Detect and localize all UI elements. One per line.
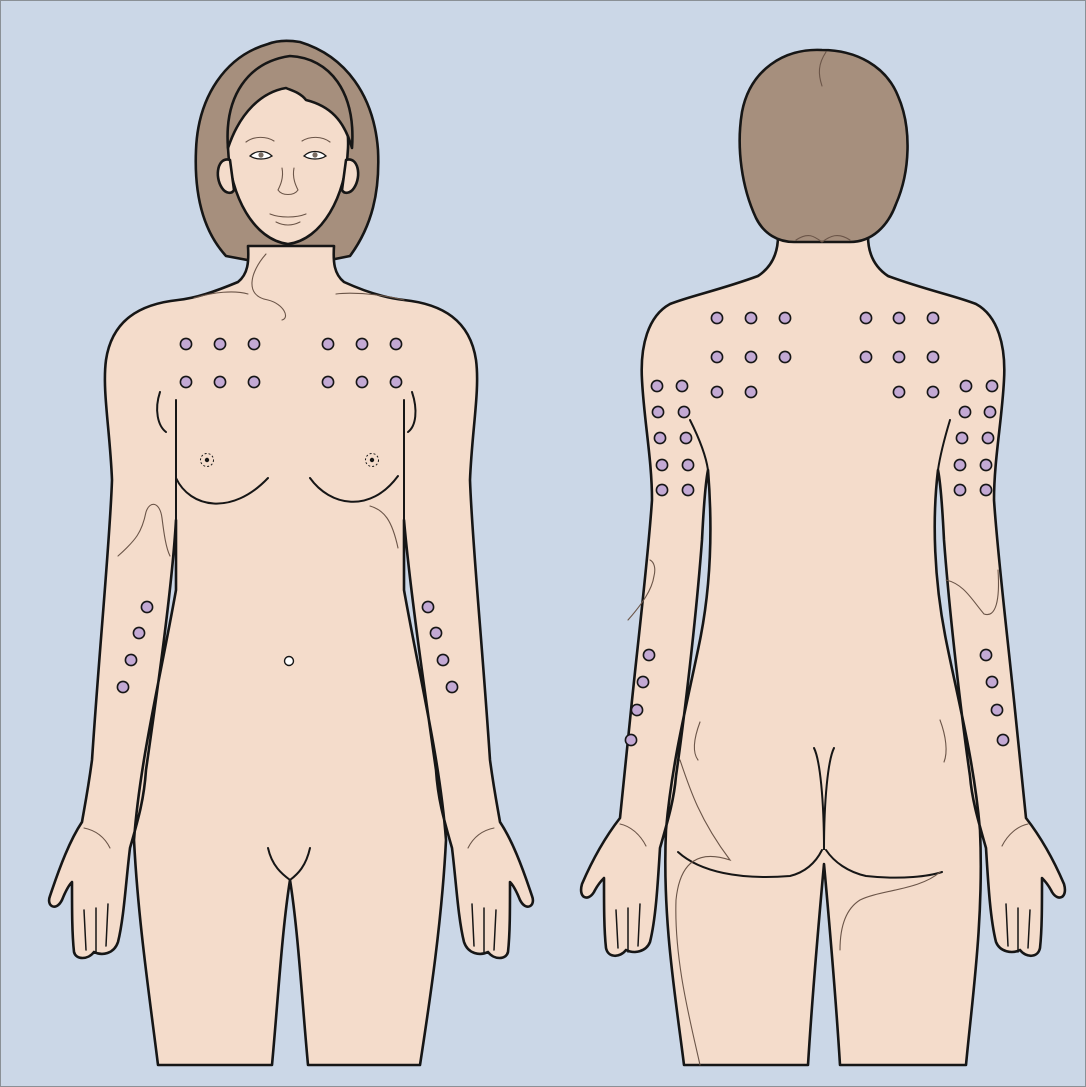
injection-site-marker bbox=[430, 627, 441, 638]
injection-site-marker bbox=[927, 351, 938, 362]
injection-site-marker bbox=[997, 734, 1008, 745]
injection-site-marker bbox=[980, 484, 991, 495]
injection-site-marker bbox=[959, 406, 970, 417]
injection-site-marker bbox=[682, 459, 693, 470]
injection-site-marker bbox=[180, 376, 191, 387]
injection-site-marker bbox=[860, 351, 871, 362]
injection-site-marker bbox=[631, 704, 642, 715]
front-iris-left bbox=[312, 152, 317, 157]
injection-site-marker bbox=[986, 676, 997, 687]
injection-site-marker bbox=[214, 376, 225, 387]
injection-site-marker bbox=[745, 312, 756, 323]
injection-site-marker bbox=[322, 376, 333, 387]
injection-site-marker bbox=[779, 312, 790, 323]
injection-site-marker bbox=[678, 406, 689, 417]
injection-site-marker bbox=[893, 386, 904, 397]
injection-site-marker bbox=[779, 351, 790, 362]
injection-site-marker bbox=[954, 484, 965, 495]
front-iris-right bbox=[258, 152, 263, 157]
injection-site-marker bbox=[682, 484, 693, 495]
injection-site-marker bbox=[927, 312, 938, 323]
injection-site-marker bbox=[422, 601, 433, 612]
injection-site-marker bbox=[927, 386, 938, 397]
injection-site-marker bbox=[133, 627, 144, 638]
injection-site-marker bbox=[322, 338, 333, 349]
injection-site-marker bbox=[711, 386, 722, 397]
injection-site-marker bbox=[711, 351, 722, 362]
injection-site-marker bbox=[390, 338, 401, 349]
injection-site-marker bbox=[651, 380, 662, 391]
injection-site-marker bbox=[893, 312, 904, 323]
injection-site-marker bbox=[356, 338, 367, 349]
injection-site-marker bbox=[986, 380, 997, 391]
injection-site-marker bbox=[214, 338, 225, 349]
injection-site-marker bbox=[954, 459, 965, 470]
injection-site-marker bbox=[248, 338, 259, 349]
back-hair bbox=[740, 50, 908, 242]
injection-site-marker bbox=[637, 676, 648, 687]
injection-site-marker bbox=[390, 376, 401, 387]
injection-site-marker bbox=[960, 380, 971, 391]
injection-site-marker bbox=[625, 734, 636, 745]
injection-site-marker bbox=[980, 459, 991, 470]
injection-site-marker bbox=[676, 380, 687, 391]
injection-site-marker bbox=[656, 459, 667, 470]
injection-site-marker bbox=[437, 654, 448, 665]
injection-site-marker bbox=[984, 406, 995, 417]
injection-site-marker bbox=[893, 351, 904, 362]
injection-site-marker bbox=[860, 312, 871, 323]
injection-site-marker bbox=[956, 432, 967, 443]
injection-site-marker bbox=[991, 704, 1002, 715]
injection-site-marker bbox=[745, 351, 756, 362]
injection-site-marker bbox=[652, 406, 663, 417]
injection-site-marker bbox=[656, 484, 667, 495]
injection-site-marker bbox=[980, 649, 991, 660]
injection-site-marker bbox=[180, 338, 191, 349]
injection-site-marker bbox=[248, 376, 259, 387]
injection-site-marker bbox=[680, 432, 691, 443]
injection-site-marker bbox=[125, 654, 136, 665]
injection-site-marker bbox=[654, 432, 665, 443]
injection-site-marker bbox=[982, 432, 993, 443]
injection-site-marker bbox=[356, 376, 367, 387]
injection-site-marker bbox=[141, 601, 152, 612]
injection-site-marker bbox=[711, 312, 722, 323]
injection-site-marker bbox=[745, 386, 756, 397]
front-navel bbox=[285, 657, 294, 666]
injection-site-marker bbox=[643, 649, 654, 660]
injection-site-marker bbox=[117, 681, 128, 692]
injection-site-marker bbox=[446, 681, 457, 692]
